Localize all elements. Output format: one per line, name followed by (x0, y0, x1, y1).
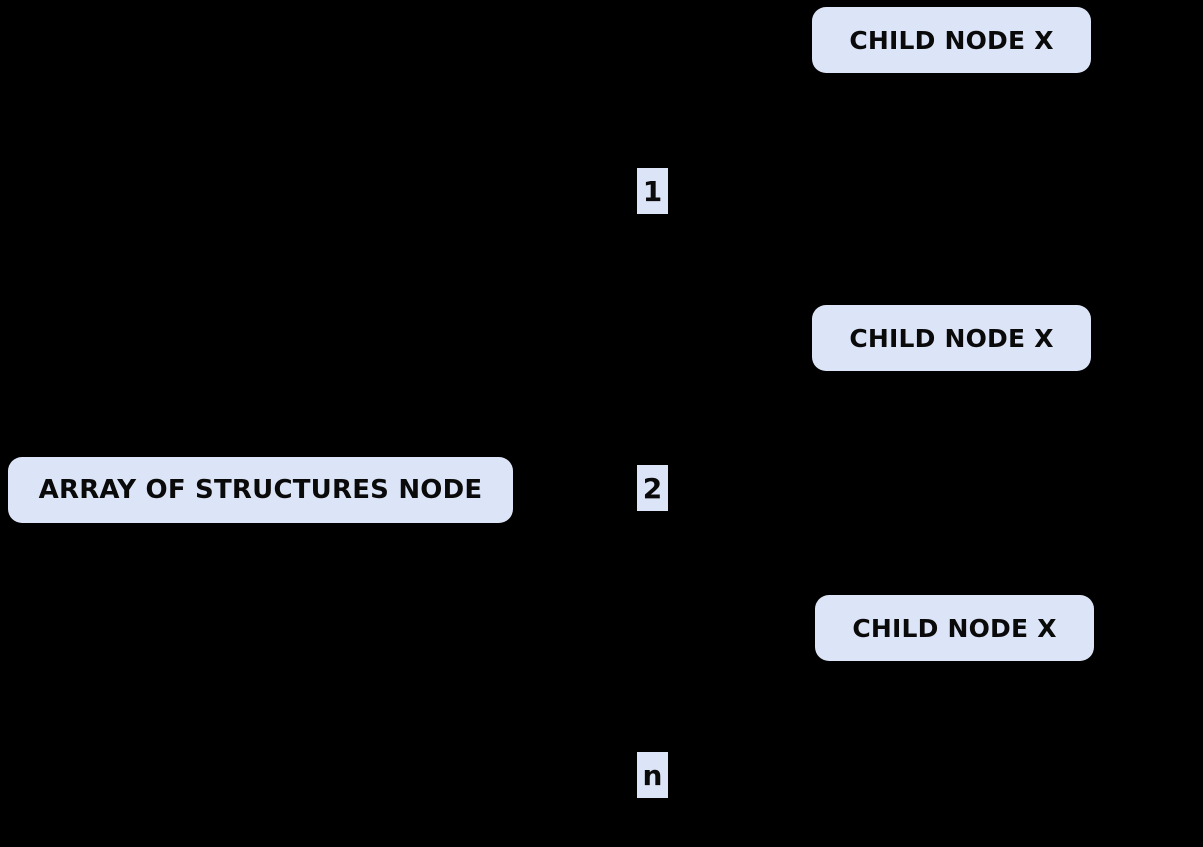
node-child-2[interactable]: CHILD NODE X (812, 305, 1091, 371)
node-label: CHILD NODE X (852, 613, 1057, 643)
edge-parent-to-child-1 (513, 214, 654, 492)
edge-parent-to-child-2 (650, 38, 812, 168)
node-child-1[interactable]: CHILD NODE X (812, 7, 1091, 73)
node-array-of-structures[interactable]: ARRAY OF STRUCTURES NODE (8, 457, 513, 523)
edge-labeln-to-child-3 (666, 626, 817, 777)
node-child-3[interactable]: CHILD NODE X (815, 595, 1094, 661)
edge-label-n: n (637, 752, 668, 798)
node-label: ARRAY OF STRUCTURES NODE (38, 475, 483, 505)
edge-label2-to-child-2 (666, 336, 814, 490)
edge-label-2: 2 (637, 465, 668, 511)
node-label: CHILD NODE X (849, 25, 1054, 55)
node-label: CHILD NODE X (849, 323, 1054, 353)
edge-label-1: 1 (637, 168, 668, 214)
